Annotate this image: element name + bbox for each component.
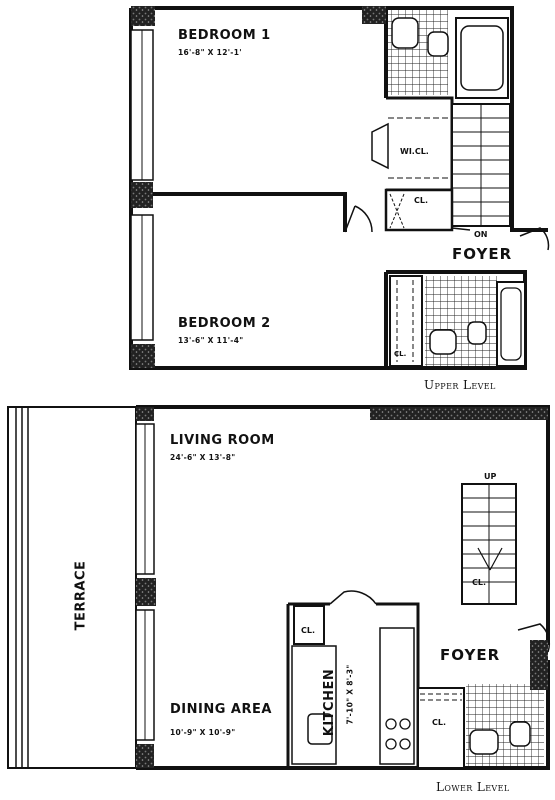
kitchen-name: KITCHEN: [322, 668, 338, 737]
stair-closet-label: CL.: [472, 578, 487, 587]
door-swing: [517, 623, 551, 653]
wall-column: [136, 578, 156, 606]
bedroom2-name: BEDROOM 2: [178, 316, 271, 331]
bedroom1-name: BEDROOM 1: [178, 28, 271, 43]
kitchen-dimensions: 7'-10" X 8'-3": [345, 664, 355, 725]
sink: [391, 17, 419, 49]
kitchen-closet-label: CL.: [301, 626, 316, 635]
stair-on-label: ON: [474, 230, 488, 239]
lower-level-caption: Lower Level: [436, 780, 510, 794]
wall-column: [370, 407, 548, 420]
kitchen-sink: [307, 713, 333, 745]
bathtub: [496, 281, 526, 367]
sink: [469, 729, 499, 755]
upper-level-caption: Upper Level: [424, 378, 496, 392]
upper-closet-label: CL.: [414, 196, 429, 205]
bath2-closet: [389, 275, 423, 367]
toilet: [427, 31, 449, 57]
terrace: [7, 406, 137, 769]
door-swing: [344, 205, 373, 233]
toilet: [509, 721, 531, 747]
terrace-label: TERRACE: [73, 560, 89, 631]
wicl-wall: [386, 96, 454, 192]
dining-area-name: DINING AREA: [170, 702, 272, 717]
wall-column: [530, 640, 548, 690]
bathtub: [455, 17, 509, 99]
stove-burner: [385, 718, 397, 730]
kitchen-closet: [293, 605, 325, 645]
toilet: [467, 321, 487, 345]
living-room-name: LIVING ROOM: [170, 433, 275, 448]
upper-wall-outline: [129, 6, 388, 370]
dining-area-dimensions: 10'-9" X 10'-9": [170, 728, 236, 737]
bedroom1-dimensions: 16'-8" X 12'-1': [178, 48, 242, 57]
wall-column: [131, 344, 155, 368]
upper-level-plan: [129, 6, 550, 370]
counter: [379, 627, 415, 765]
living-room-dimensions: 24'-6" X 13'-8": [170, 453, 236, 462]
upper-foyer-label: FOYER: [452, 245, 513, 263]
walk-in-closet-label: WI.CL.: [400, 147, 429, 156]
wall-column: [131, 6, 155, 26]
foyer-closet: [417, 687, 465, 769]
wall-column: [362, 6, 386, 24]
bedroom2-dimensions: 13'-6" X 11'-4": [178, 336, 244, 345]
wicl-door: [371, 122, 389, 170]
foyer-closet-label: CL.: [432, 718, 447, 727]
bedroom-partition: [153, 192, 347, 232]
stair-up-label: UP: [484, 472, 497, 481]
bath2-closet-label: CL.: [394, 350, 407, 358]
sink: [429, 329, 457, 355]
lower-level-plan: [7, 405, 551, 770]
wall-column: [136, 407, 154, 421]
door-swing: [451, 227, 550, 251]
lower-foyer-label: FOYER: [440, 646, 501, 664]
wall-column: [131, 182, 153, 208]
wall-column: [136, 744, 154, 768]
upper-wall-bath-top: [386, 6, 548, 232]
